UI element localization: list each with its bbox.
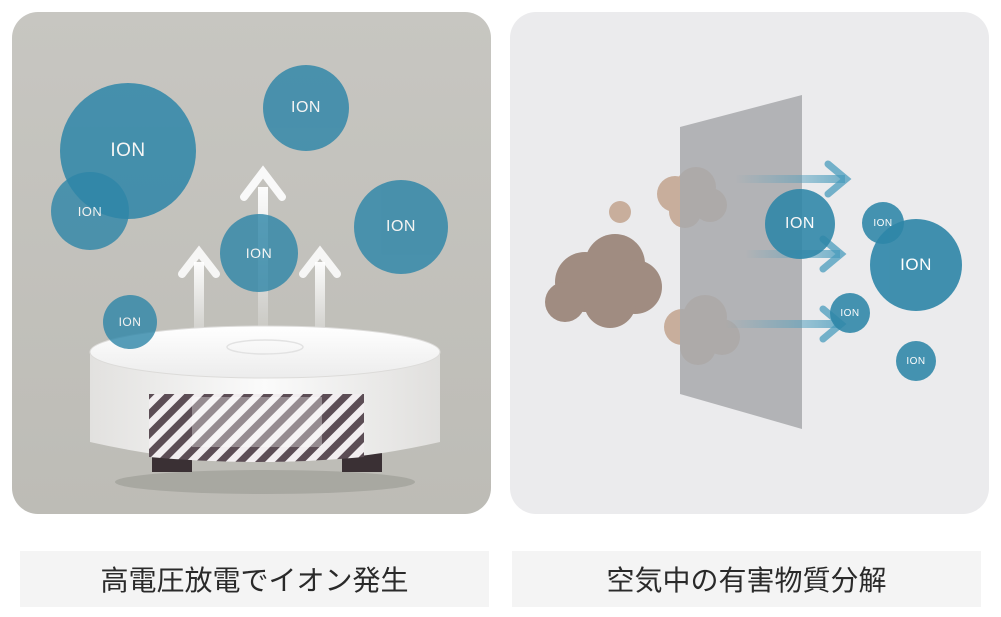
pollutant-particle [609,201,631,223]
ionizer-device [89,325,441,472]
ion-bubble: ION [870,219,962,311]
caption-decomposition: 空気中の有害物質分解 [512,551,981,607]
decomposition-panel: ION ION ION ION ION [510,12,989,514]
upward-arrow-icon [299,245,341,352]
ion-bubble: ION [830,293,870,333]
upward-arrow-icon [178,245,220,352]
pollutant-cloud-icon [545,234,662,328]
ion-bubble: ION [354,180,448,274]
ion-bubble: ION [765,189,835,259]
ion-bubble: ION [896,341,936,381]
ion-generation-panel: ION ION ION ION ION ION [12,12,491,514]
ion-bubble: ION [220,214,298,292]
device-shadow [115,470,415,494]
decomposition-illustration [545,95,852,429]
ion-bubble: ION [51,172,129,250]
caption-ion-generation: 高電圧放電でイオン発生 [20,551,489,607]
ion-generation-illustration [89,165,441,494]
ion-bubble: ION [103,295,157,349]
ion-bubble: ION [263,65,349,151]
filter-plate [680,95,802,429]
right-arrow-icon [735,160,852,198]
